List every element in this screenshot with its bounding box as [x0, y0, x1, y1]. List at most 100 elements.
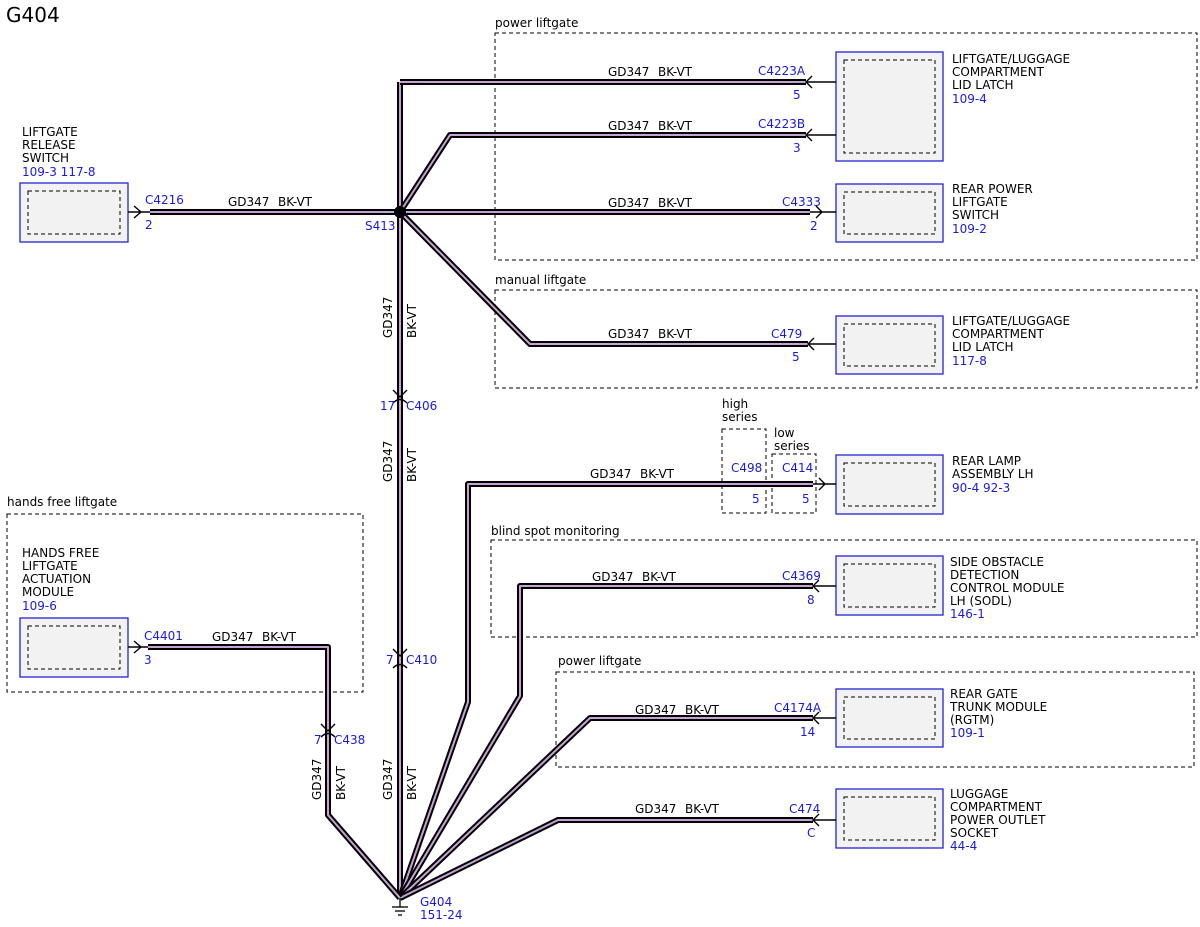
- component-name-line: LIFTGATE/LUGGAGE: [952, 314, 1070, 328]
- wire-label-color: BK-VT: [658, 196, 693, 210]
- component-rear-lamp-assembly[interactable]: [835, 454, 944, 515]
- component-name-line: COMPARTMENT: [950, 800, 1043, 814]
- group-high-series-label-1: high: [722, 397, 748, 411]
- wire-label-circuit: GD347: [635, 802, 676, 816]
- component-power-outlet[interactable]: [835, 788, 944, 849]
- group-high-series: [721, 428, 767, 514]
- component-name-line: COMPARTMENT: [952, 65, 1045, 79]
- component-name-line: MODULE: [22, 585, 74, 599]
- wires: [148, 79, 813, 901]
- connector-c498-label: C498: [731, 461, 762, 475]
- component-name-line: LIFTGATE: [22, 125, 78, 139]
- connector-c406-pin: 17: [380, 399, 395, 413]
- component-rgtm[interactable]: [835, 688, 944, 748]
- component-ref-link[interactable]: 109-1: [950, 726, 985, 740]
- wire-to-c479: [397, 209, 808, 347]
- wire-label-color-vertical: BK-VT: [405, 447, 419, 482]
- component-name-line: RELEASE: [22, 138, 76, 152]
- ground-ref-link[interactable]: 151-24: [420, 908, 463, 922]
- wire-label-color: BK-VT: [658, 327, 693, 341]
- wire-label-color: BK-VT: [640, 467, 675, 481]
- connector-c4174a-label: C4174A: [774, 701, 822, 715]
- component-rear-power-liftgate-switch[interactable]: [835, 183, 944, 243]
- connector-c479-pin: 5: [792, 350, 800, 364]
- component-name-line: ASSEMBLY LH: [952, 467, 1034, 481]
- wire-label-color: BK-VT: [685, 802, 720, 816]
- component-ref-link[interactable]: 109-6: [22, 599, 57, 613]
- wire-label-circuit: GD347: [228, 195, 269, 209]
- component-ref-link[interactable]: 44-4: [950, 839, 977, 853]
- component-liftgate-release-switch[interactable]: [19, 182, 129, 243]
- splice-s413-label: S413: [365, 219, 396, 233]
- wire-label-circuit: GD347: [608, 119, 649, 133]
- component-ref-link[interactable]: 90-4 92-3: [952, 481, 1010, 495]
- component-name-line: LUGGAGE: [950, 787, 1008, 801]
- connector-c414-label: C414: [782, 461, 813, 475]
- connector-c4223a-symbol: [805, 75, 836, 89]
- component-name-line: LH (SODL): [950, 594, 1012, 608]
- connector-c4223b-pin: 3: [793, 141, 801, 155]
- component-name-line: REAR LAMP: [952, 454, 1021, 468]
- inline-connector-c410-symbol: [392, 648, 408, 669]
- component-lid-latch-manual[interactable]: [835, 315, 944, 375]
- connector-c474-pin: C: [807, 826, 815, 840]
- wire-label-color: BK-VT: [278, 195, 313, 209]
- component-ref-link[interactable]: 109-4: [952, 92, 987, 106]
- connector-c4223a-label: C4223A: [758, 64, 806, 78]
- connector-c4369-label: C4369: [782, 569, 821, 583]
- component-hands-free-module[interactable]: [19, 617, 129, 678]
- connector-c4401-pin: 3: [144, 653, 152, 667]
- component-name-line: POWER OUTLET: [950, 813, 1046, 827]
- wire-label-circuit: GD347: [635, 703, 676, 717]
- wire-label-color: BK-VT: [685, 703, 720, 717]
- connector-c4369-symbol: [812, 579, 836, 593]
- component-ref-link[interactable]: 117-8: [952, 354, 987, 368]
- group-hands-free-liftgate: [6, 513, 364, 693]
- group-manual-liftgate: [494, 289, 1198, 389]
- connector-c4216-label: C4216: [145, 193, 184, 207]
- connector-c479-symbol: [807, 337, 836, 351]
- component-name-line: SIDE OBSTACLE: [950, 555, 1044, 569]
- wire-label-circuit-vertical: GD347: [381, 441, 395, 482]
- component-name-line: HANDS FREE: [22, 546, 99, 560]
- connector-c414-symbol: [813, 477, 836, 491]
- component-name-line: LID LATCH: [952, 78, 1014, 92]
- group-manual-liftgate-label: manual liftgate: [495, 273, 586, 287]
- connector-c4223b-symbol: [805, 128, 836, 142]
- component-name-line: LIFTGATE: [952, 195, 1008, 209]
- wire-label-circuit: GD347: [608, 327, 649, 341]
- wire-label-circuit: GD347: [608, 65, 649, 79]
- component-ref-link[interactable]: 109-3 117-8: [22, 165, 96, 179]
- connector-c4174a-symbol: [812, 711, 836, 725]
- wire-label-circuit-vertical: GD347: [381, 759, 395, 800]
- connector-c4216-symbol: [128, 205, 150, 219]
- splice-s413-dot[interactable]: [394, 206, 406, 218]
- connector-c4333-symbol: [810, 205, 836, 219]
- wire-label-color-vertical: BK-VT: [334, 765, 348, 800]
- component-name-line: ACTUATION: [22, 572, 91, 586]
- connector-c4369-pin: 8: [807, 593, 815, 607]
- wire-to-c4223b: [397, 132, 806, 214]
- connector-c414-pin: 5: [802, 492, 810, 506]
- component-ref-link[interactable]: 146-1: [950, 607, 985, 621]
- wire-label-color-vertical: BK-VT: [405, 303, 419, 338]
- component-ref-link[interactable]: 109-2: [952, 222, 987, 236]
- component-name-line: SWITCH: [22, 151, 69, 165]
- group-hands-free-liftgate-label: hands free liftgate: [7, 495, 117, 509]
- connector-c410-pin: 7: [386, 653, 394, 667]
- connector-c4223a-pin: 5: [793, 88, 801, 102]
- wire-label-circuit: GD347: [608, 196, 649, 210]
- diagram-title: G404: [6, 3, 60, 27]
- connector-c4216-pin: 2: [145, 218, 153, 232]
- component-lid-latch-power[interactable]: [835, 51, 944, 162]
- component-name-line: SWITCH: [952, 208, 999, 222]
- component-sodl[interactable]: [835, 555, 944, 616]
- component-name-line: SOCKET: [950, 826, 999, 840]
- component-name-line: LIFTGATE/LUGGAGE: [952, 52, 1070, 66]
- wire-label-circuit-vertical: GD347: [381, 297, 395, 338]
- wire-label-color: BK-VT: [658, 65, 693, 79]
- wire-to-c474: [398, 817, 813, 901]
- wire-label-circuit-vertical: GD347: [310, 759, 324, 800]
- component-name-line: REAR POWER: [952, 182, 1033, 196]
